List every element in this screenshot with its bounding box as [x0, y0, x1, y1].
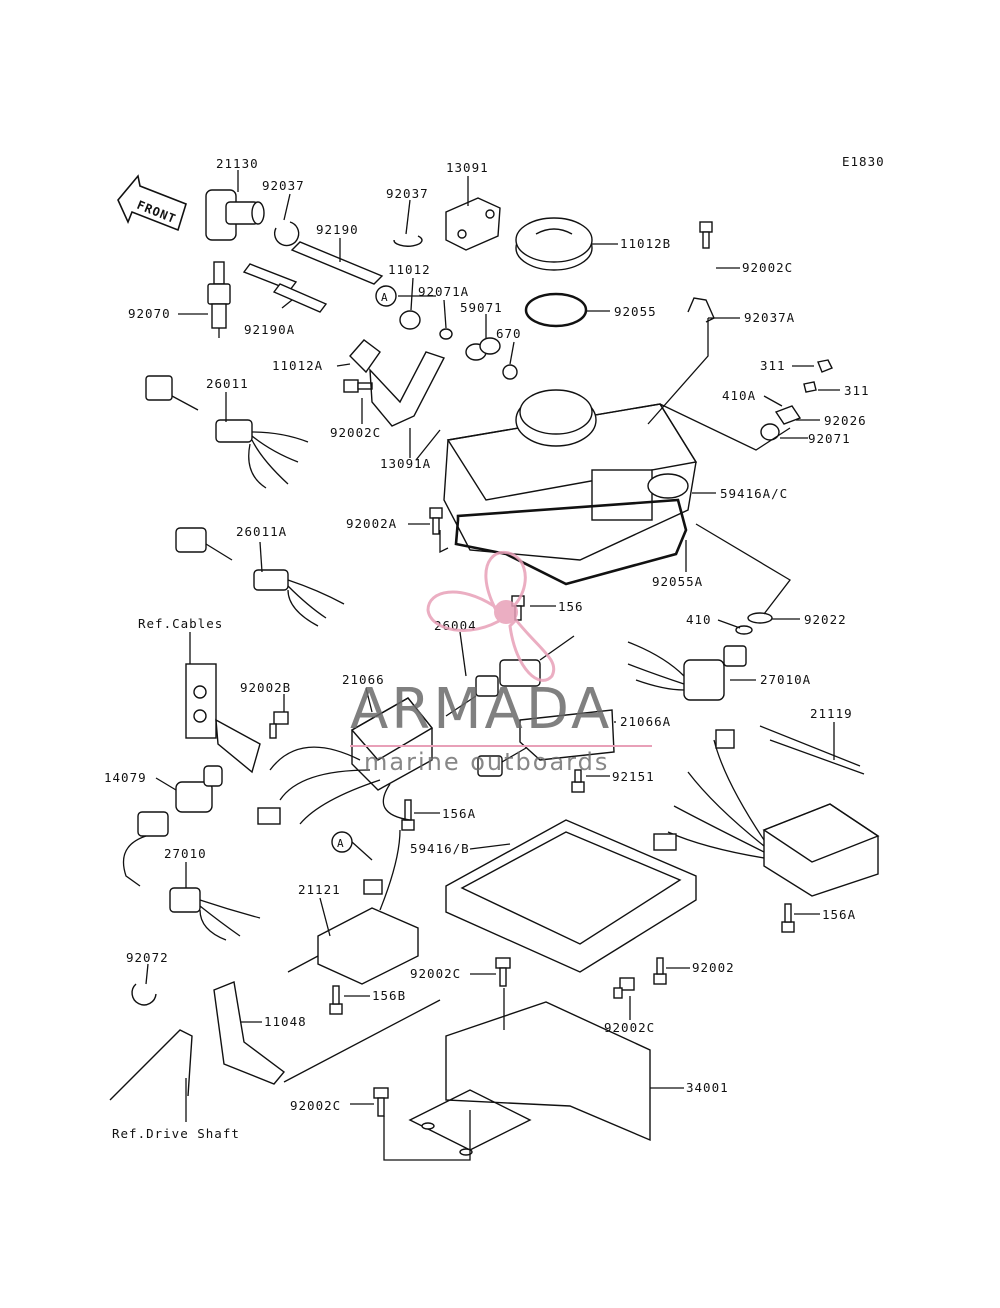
part-label: 27010A [760, 672, 811, 687]
part-label: 26011 [206, 376, 249, 391]
connector-13091-drawing [445, 197, 501, 251]
part-label: 670 [496, 326, 522, 341]
electric-box-drawing [443, 389, 698, 561]
grommet-drawing [131, 310, 833, 1006]
front-arrow-icon: FRONT [117, 174, 187, 232]
part-label: 311 [844, 383, 870, 398]
callout-marker-a: A [375, 285, 397, 307]
part-label: 92002C [604, 1020, 655, 1035]
part-label: 34001 [686, 1080, 729, 1095]
part-label: 92002A [346, 516, 397, 531]
part-label: 11012 [388, 262, 431, 277]
part-label: 156B [372, 988, 406, 1003]
case-59416B-drawing [445, 819, 697, 973]
part-label: 59071 [460, 300, 503, 315]
callout-a-top: A [381, 291, 389, 304]
wire-harness-26011A-drawing [175, 527, 345, 627]
clamp-drawing [687, 297, 715, 323]
part-label: 92026 [824, 413, 867, 428]
cdi-unit-drawing [653, 725, 880, 897]
mounting-plate-drawing [408, 1001, 651, 1156]
bracket-drawing [369, 351, 445, 427]
part-label: 11012B [620, 236, 671, 251]
part-label: 92037A [744, 310, 795, 325]
filler-cap-drawing [515, 217, 593, 271]
connector-14079-drawing [175, 765, 223, 813]
part-label: 92037 [262, 178, 305, 193]
part-label: 92002 [692, 960, 735, 975]
part-label: 11012A [272, 358, 323, 373]
part-label: 92022 [804, 612, 847, 627]
watermark-brand: ARMADA [350, 677, 612, 742]
part-label: 92002C [742, 260, 793, 275]
part-label: 92055 [614, 304, 657, 319]
part-label: 92072 [126, 950, 169, 965]
part-labels: 21130 92037 92037 13091 92190 11012 1101… [104, 156, 870, 1141]
part-label: 92037 [386, 186, 429, 201]
o-ring-drawing [524, 292, 588, 328]
part-label: 13091A [380, 456, 431, 471]
callout-a-bottom: A [337, 837, 345, 850]
spark-plug-cap-drawing [205, 189, 265, 241]
part-label: Ref.Cables [138, 616, 223, 631]
component-26004-drawing [445, 635, 575, 717]
part-label: 21066 [342, 672, 385, 687]
part-label: 92002B [240, 680, 291, 695]
leader-lines [145, 170, 840, 1161]
callout-marker-a: A [331, 831, 353, 853]
part-label: 92002C [290, 1098, 341, 1113]
wire-harness-26011-drawing [145, 375, 309, 489]
part-label: 13091 [446, 160, 489, 175]
spark-plug-drawing [207, 261, 231, 338]
regulator-21066-drawing [257, 697, 434, 825]
part-label: 59416/B [410, 841, 470, 856]
cable-bracket-drawing [185, 663, 261, 774]
part-label: 92071A [418, 284, 469, 299]
part-label: 410 [686, 612, 712, 627]
part-label: 92190 [316, 222, 359, 237]
part-label: 92002C [410, 966, 461, 981]
component-21066A-drawing [477, 709, 615, 777]
part-label: 21130 [216, 156, 259, 171]
switch-27010A-drawing [627, 641, 747, 701]
propeller-logo-icon [426, 550, 556, 682]
part-label: 92070 [128, 306, 171, 321]
cover-drawing [349, 339, 381, 374]
watermark: ARMADA marine outboards [350, 550, 652, 776]
part-label: 92151 [612, 769, 655, 784]
circlip-drawing [393, 235, 423, 247]
part-label: 21121 [298, 882, 341, 897]
part-label: 410A [722, 388, 756, 403]
part-label: 92055A [652, 574, 703, 589]
hose-drawing [242, 241, 384, 313]
drive-shaft-ref-drawing [109, 1029, 193, 1101]
part-label: 92190A [244, 322, 295, 337]
part-label: 59416A/C [720, 486, 788, 501]
part-label: 156 [558, 599, 584, 614]
circlip-drawing [273, 221, 300, 247]
part-label: 27010 [164, 846, 207, 861]
part-label: 26011A [236, 524, 287, 539]
part-label: 11048 [264, 1014, 307, 1029]
watermark-tagline: marine outboards [364, 748, 609, 776]
part-label: 92071 [808, 431, 851, 446]
ignition-coil-drawing [287, 829, 419, 985]
part-label: 21119 [810, 706, 853, 721]
part-label: 92002C [330, 425, 381, 440]
gasket-drawing [454, 498, 688, 586]
diagram-code: E1830 [842, 154, 885, 169]
part-label: 21066A [620, 714, 671, 729]
part-label: 14079 [104, 770, 147, 785]
bracket-11048-drawing [213, 981, 286, 1085]
part-label: Ref.Drive Shaft [112, 1126, 240, 1141]
part-label: 156A [442, 806, 476, 821]
switch-27010-drawing [122, 811, 261, 941]
part-label: 311 [760, 358, 786, 373]
part-label: 156A [822, 907, 856, 922]
